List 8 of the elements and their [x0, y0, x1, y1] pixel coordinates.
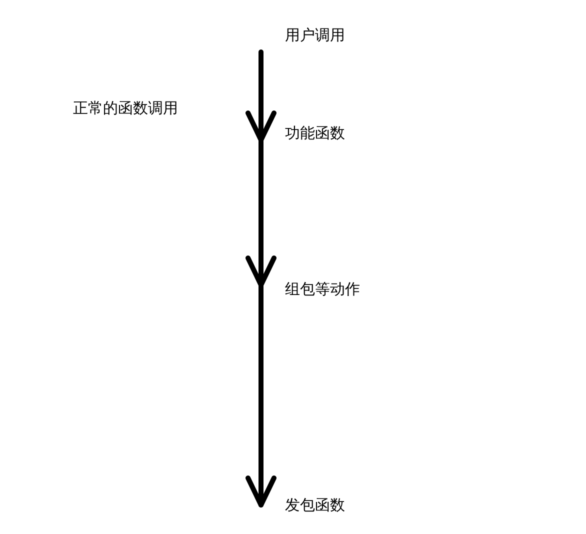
step-label: 发包函数 [285, 496, 345, 514]
arrow [246, 138, 276, 288]
arrow [246, 50, 276, 142]
step-label: 功能函数 [285, 124, 345, 142]
diagram-title: 正常的函数调用 [73, 99, 178, 117]
step-label: 用户调用 [285, 26, 345, 44]
step-label: 组包等动作 [285, 280, 360, 298]
arrow [246, 282, 276, 508]
